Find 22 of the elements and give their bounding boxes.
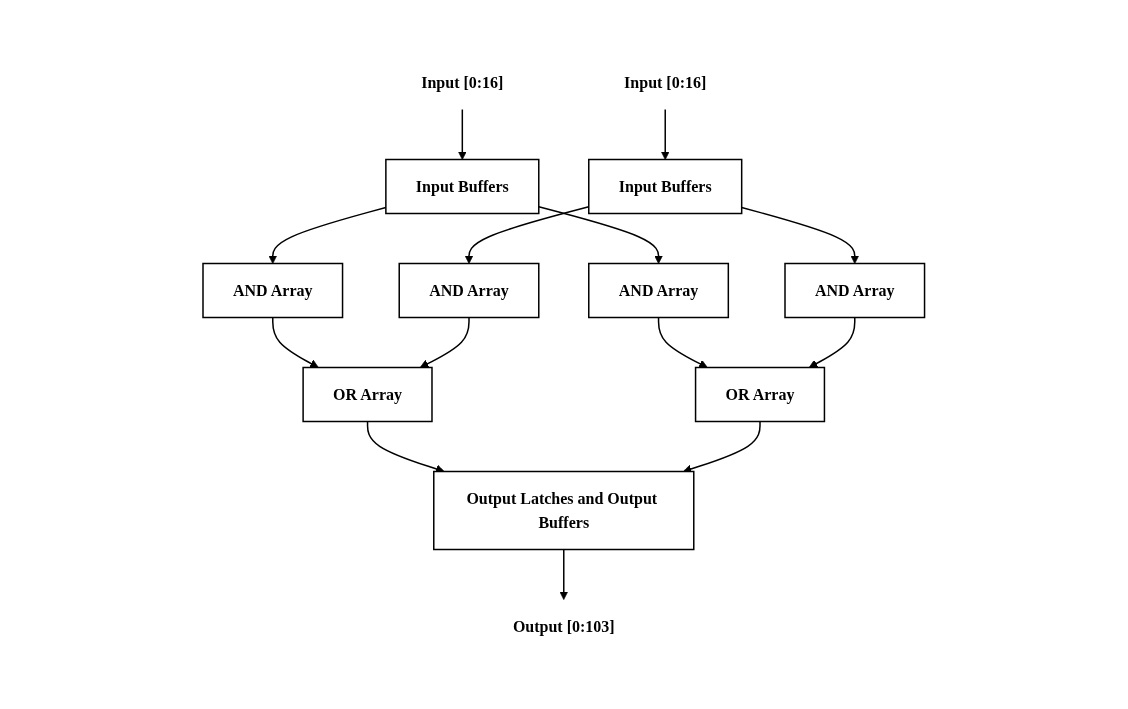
node-box: OR Array [695,366,826,423]
node-box: AND Array [784,262,926,319]
node-box: AND Array [588,262,730,319]
node-box: AND Array [398,262,540,319]
node-text: Input [0:16] [624,73,707,91]
arrow [658,316,708,368]
node-box: Output Latches and Output Buffers [433,470,695,551]
arrow [741,206,860,264]
node-box: Input Buffers [385,158,540,215]
arrow [559,548,569,600]
arrow [538,206,664,264]
arrow [268,206,387,264]
node-box: Input Buffers [588,158,743,215]
arrow [661,108,670,160]
arrow [458,108,467,160]
arrow [420,316,470,368]
node-text: Output [0:103] [513,617,615,635]
node-text: Input [0:16] [421,73,504,91]
arrow [272,316,319,368]
arrow [809,316,856,368]
node-box: AND Array [202,262,344,319]
node-box: OR Array [302,366,433,423]
